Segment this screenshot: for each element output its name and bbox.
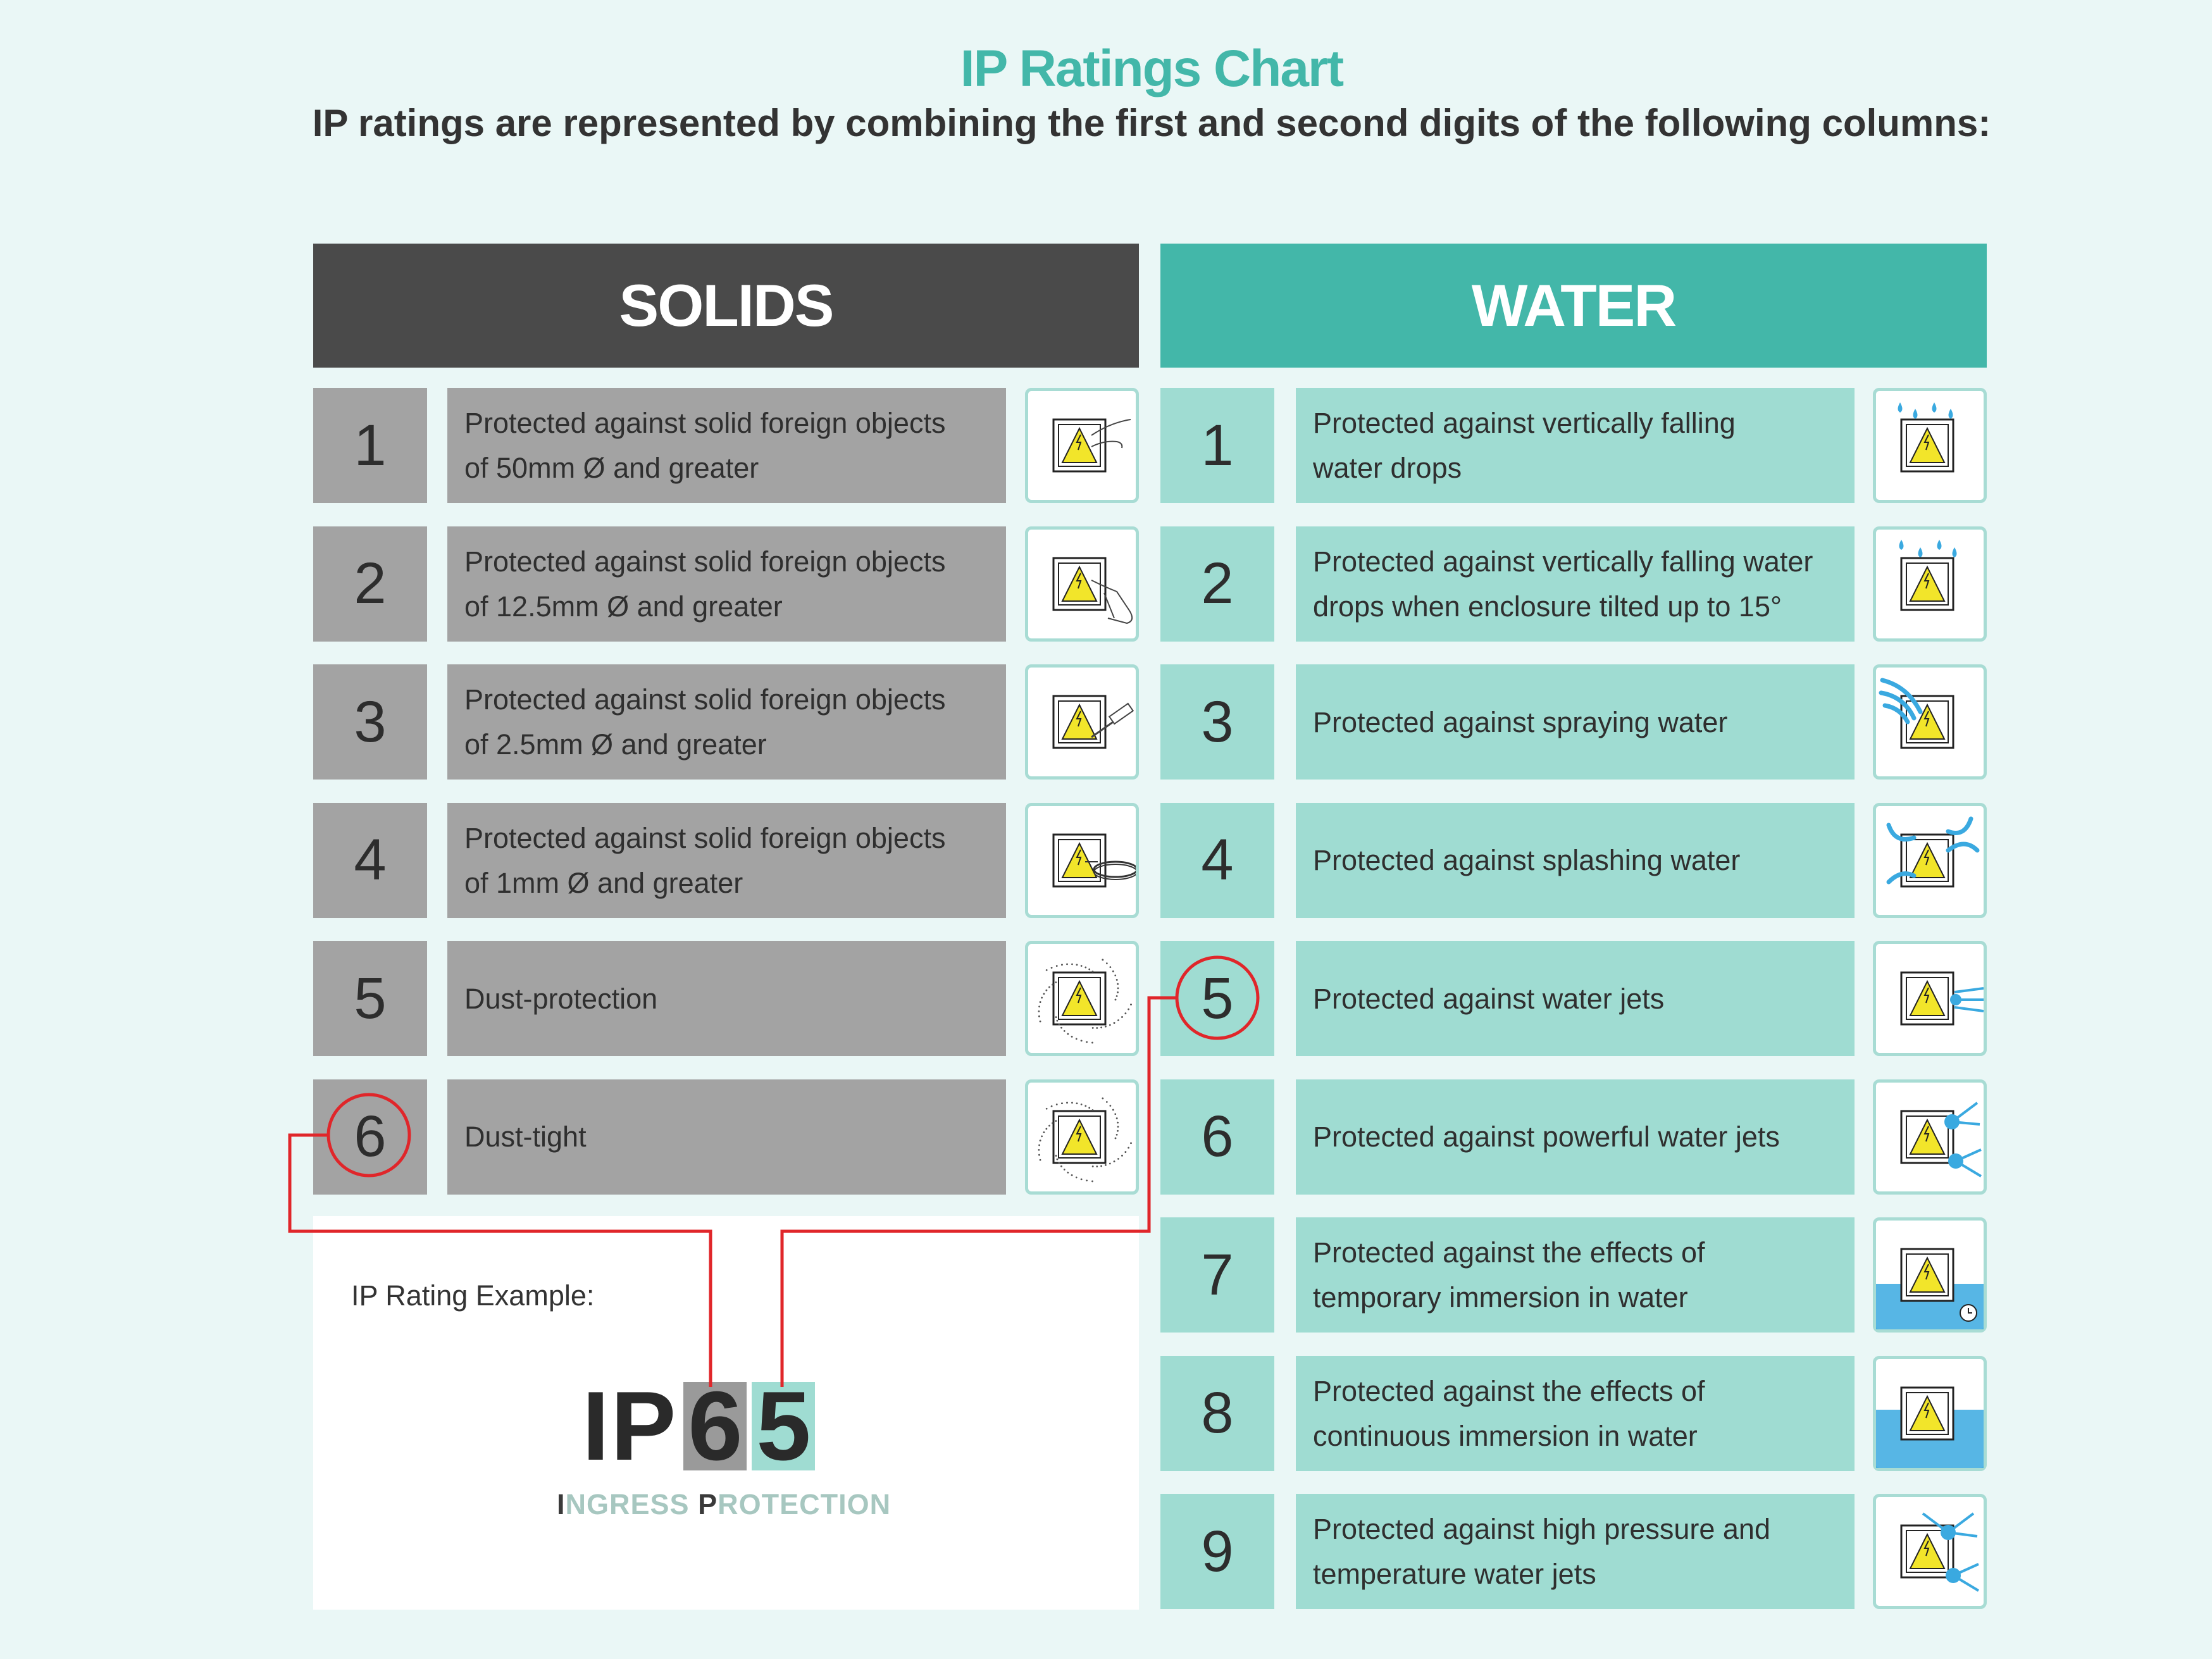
solids-digit-6-highlight-circle bbox=[326, 1093, 411, 1177]
solids-digit-3: 3 bbox=[313, 664, 427, 780]
description-line-2: water drops bbox=[1313, 452, 1462, 484]
enclosure-finger-icon bbox=[1025, 388, 1139, 503]
ip-rating-example-panel: IP Rating Example: IP 6 5 INGRESS PROTEC… bbox=[313, 1216, 1139, 1610]
enclosure-powerful-jets-icon bbox=[1873, 1079, 1987, 1195]
water-digit-7: 7 bbox=[1160, 1217, 1274, 1333]
enclosure-dust-tight-icon bbox=[1025, 1079, 1139, 1195]
enclosure-screwdriver-icon bbox=[1025, 664, 1139, 780]
second-digit-connector-line bbox=[780, 996, 1177, 1387]
description-line-1: Protected against splashing water bbox=[1313, 844, 1741, 876]
water-digit-8: 8 bbox=[1160, 1355, 1274, 1471]
water-description-1: Protected against vertically falling wate… bbox=[1296, 388, 1855, 503]
description-line-1: Protected against powerful water jets bbox=[1313, 1121, 1780, 1153]
enclosure-spray-icon bbox=[1873, 664, 1987, 780]
ingress-rest: NGRESS bbox=[565, 1488, 699, 1520]
description-line-2: of 12.5mm Ø and greater bbox=[464, 590, 783, 623]
protection-initial: P bbox=[698, 1488, 718, 1520]
enclosure-dust-icon bbox=[1025, 941, 1139, 1056]
description-line-1: Dust-tight bbox=[464, 1121, 587, 1153]
enclosure-wire-icon bbox=[1025, 802, 1139, 918]
enclosure-temporary-immersion-icon bbox=[1873, 1217, 1987, 1333]
solids-description-6: Dust-tight bbox=[447, 1079, 1006, 1195]
water-digit-6: 6 bbox=[1160, 1079, 1274, 1195]
solids-description-1: Protected against solid foreign objects o… bbox=[447, 388, 1006, 503]
water-description-9: Protected against high pressure and tempe… bbox=[1296, 1494, 1855, 1609]
protection-rest: ROTECTION bbox=[718, 1488, 892, 1520]
solids-digit-1: 1 bbox=[313, 388, 427, 503]
ingress-protection-caption: INGRESS PROTECTION bbox=[557, 1488, 891, 1521]
solids-digit-4: 4 bbox=[313, 802, 427, 918]
page-subtitle: IP ratings are represented by combining … bbox=[312, 102, 1991, 144]
description-line-1: Dust-protection bbox=[464, 982, 658, 1015]
ip-code: IP 6 5 bbox=[582, 1371, 816, 1481]
description-line-2: drops when enclosure tilted up to 15° bbox=[1313, 590, 1782, 623]
description-line-1: Protected against solid foreign objects bbox=[464, 545, 946, 578]
water-digit-5-highlight-circle bbox=[1175, 955, 1260, 1040]
description-line-1: Protected against solid foreign objects bbox=[464, 407, 946, 439]
description-line-2: continuous immersion in water bbox=[1313, 1419, 1698, 1452]
solids-description-5: Dust-protection bbox=[447, 941, 1006, 1056]
description-line-2: temporary immersion in water bbox=[1313, 1281, 1688, 1314]
water-description-6: Protected against powerful water jets bbox=[1296, 1079, 1855, 1195]
solids-description-3: Protected against solid foreign objects o… bbox=[447, 664, 1006, 780]
description-line-1: Protected against vertically falling bbox=[1313, 407, 1736, 439]
water-header: WATER bbox=[1160, 244, 1987, 368]
description-line-1: Protected against high pressure and bbox=[1313, 1513, 1770, 1545]
enclosure-tilted-drops-icon bbox=[1873, 526, 1987, 642]
water-description-5: Protected against water jets bbox=[1296, 941, 1855, 1056]
description-line-2: of 1mm Ø and greater bbox=[464, 866, 743, 899]
example-label: IP Rating Example: bbox=[351, 1279, 595, 1312]
description-line-1: Protected against the effects of bbox=[1313, 1236, 1705, 1269]
water-digit-2: 2 bbox=[1160, 526, 1274, 642]
first-digit-connector-line bbox=[288, 1133, 712, 1387]
enclosure-splash-icon bbox=[1873, 802, 1987, 918]
enclosure-drops-icon bbox=[1873, 388, 1987, 503]
page-title: IP Ratings Chart bbox=[960, 40, 1344, 97]
ingress-initial: I bbox=[557, 1488, 566, 1520]
water-digit-3: 3 bbox=[1160, 664, 1274, 780]
water-digit-1: 1 bbox=[1160, 388, 1274, 503]
ip-second-digit: 5 bbox=[752, 1371, 816, 1481]
water-description-8: Protected against the effects of continuo… bbox=[1296, 1355, 1855, 1471]
water-digit-4: 4 bbox=[1160, 802, 1274, 918]
solids-description-2: Protected against solid foreign objects o… bbox=[447, 526, 1006, 642]
water-description-7: Protected against the effects of temporar… bbox=[1296, 1217, 1855, 1333]
description-line-2: of 50mm Ø and greater bbox=[464, 452, 759, 484]
water-description-2: Protected against vertically falling wat… bbox=[1296, 526, 1855, 642]
enclosure-jet-icon bbox=[1873, 941, 1987, 1056]
description-line-1: Protected against solid foreign objects bbox=[464, 683, 946, 716]
solids-digit-5: 5 bbox=[313, 941, 427, 1056]
description-line-2: of 2.5mm Ø and greater bbox=[464, 728, 767, 761]
description-line-1: Protected against water jets bbox=[1313, 982, 1665, 1015]
enclosure-high-pressure-jets-icon bbox=[1873, 1494, 1987, 1609]
description-line-2: temperature water jets bbox=[1313, 1558, 1596, 1590]
ip-prefix: IP bbox=[582, 1371, 678, 1481]
enclosure-continuous-immersion-icon bbox=[1873, 1355, 1987, 1471]
ip-first-digit: 6 bbox=[683, 1371, 747, 1481]
description-line-1: Protected against spraying water bbox=[1313, 705, 1728, 738]
description-line-1: Protected against vertically falling wat… bbox=[1313, 545, 1813, 578]
description-line-1: Protected against solid foreign objects bbox=[464, 821, 946, 854]
solids-digit-2: 2 bbox=[313, 526, 427, 642]
enclosure-hand-icon bbox=[1025, 526, 1139, 642]
water-description-3: Protected against spraying water bbox=[1296, 664, 1855, 780]
solids-header: SOLIDS bbox=[313, 244, 1139, 368]
description-line-1: Protected against the effects of bbox=[1313, 1374, 1705, 1407]
solids-description-4: Protected against solid foreign objects o… bbox=[447, 802, 1006, 918]
water-description-4: Protected against splashing water bbox=[1296, 802, 1855, 918]
water-digit-9: 9 bbox=[1160, 1494, 1274, 1609]
